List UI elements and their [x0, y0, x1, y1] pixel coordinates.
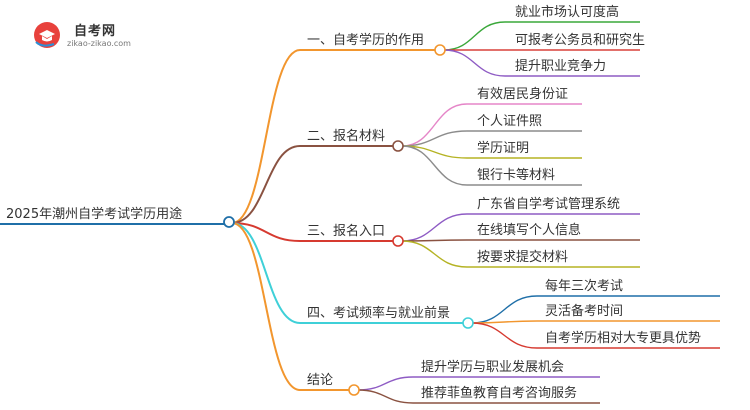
logo-title: 自考网	[74, 24, 117, 39]
branch-node-label: 四、考试频率与就业前景	[307, 305, 450, 321]
graduation-cap-icon	[34, 22, 60, 48]
branch-edge	[231, 145, 301, 224]
branch-node-label: 三、报名入口	[307, 223, 385, 239]
leaf-node-label: 灵活备考时间	[545, 303, 623, 319]
branch-collapse-toggle[interactable]	[434, 44, 446, 56]
leaf-node-label: 就业市场认可度高	[515, 4, 619, 20]
branch-node-label: 一、自考学历的作用	[307, 32, 424, 48]
leaf-node-label: 学历证明	[477, 140, 529, 156]
mind-map-nodes: 2025年潮州自学考试学历用途 一、自考学历的作用 就业市场认可度高可报考公务员和研…	[0, 4, 720, 404]
leaf-node-label: 推荐菲鱼教育自考咨询服务	[421, 385, 577, 401]
root-collapse-toggle[interactable]	[223, 216, 235, 228]
root-node-label: 2025年潮州自学考试学历用途	[6, 206, 182, 222]
branch-edge	[231, 222, 301, 324]
leaf-node-label: 银行卡等材料	[477, 167, 555, 183]
leaf-edge	[471, 322, 538, 349]
leaf-node-label: 提升职业竞争力	[515, 58, 606, 74]
leaf-node-label: 自考学历相对大专更具优势	[545, 330, 701, 346]
branch-collapse-toggle[interactable]	[462, 317, 474, 329]
leaf-node-label: 可报考公务员和研究生	[515, 32, 645, 48]
leaf-edge	[357, 389, 414, 404]
leaf-edge	[401, 103, 468, 147]
leaf-node-label: 在线填写个人信息	[477, 222, 581, 238]
leaf-edge	[401, 240, 468, 268]
leaf-edge	[401, 213, 468, 242]
leaf-edge	[401, 130, 468, 147]
branch-collapse-toggle[interactable]	[348, 384, 360, 396]
site-logo: 自考网 zikao-zikao.com	[32, 18, 142, 52]
branch-node-label: 结论	[307, 373, 333, 388]
leaf-node-label: 个人证件照	[477, 114, 542, 129]
branch-node-label: 二、报名材料	[307, 128, 385, 144]
leaf-edge	[357, 376, 414, 391]
branch-edge	[231, 49, 301, 224]
leaf-edge	[443, 49, 506, 77]
leaf-node-label: 有效居民身份证	[477, 86, 568, 102]
logo-url: zikao-zikao.com	[67, 39, 131, 48]
leaf-edge	[401, 145, 468, 186]
leaf-node-label: 按要求提交材料	[477, 249, 568, 265]
leaf-node-label: 提升学历与职业发展机会	[421, 359, 564, 375]
branch-edge	[231, 222, 301, 242]
branch-collapse-toggle[interactable]	[392, 235, 404, 247]
mind-map-edges	[231, 21, 538, 404]
leaf-edge	[471, 295, 538, 324]
leaf-edge	[443, 21, 506, 51]
branch-collapse-toggle[interactable]	[392, 140, 404, 152]
leaf-node-label: 每年三次考试	[545, 278, 623, 294]
branch-edge	[231, 222, 301, 391]
leaf-node-label: 广东省自学考试管理系统	[477, 196, 620, 212]
